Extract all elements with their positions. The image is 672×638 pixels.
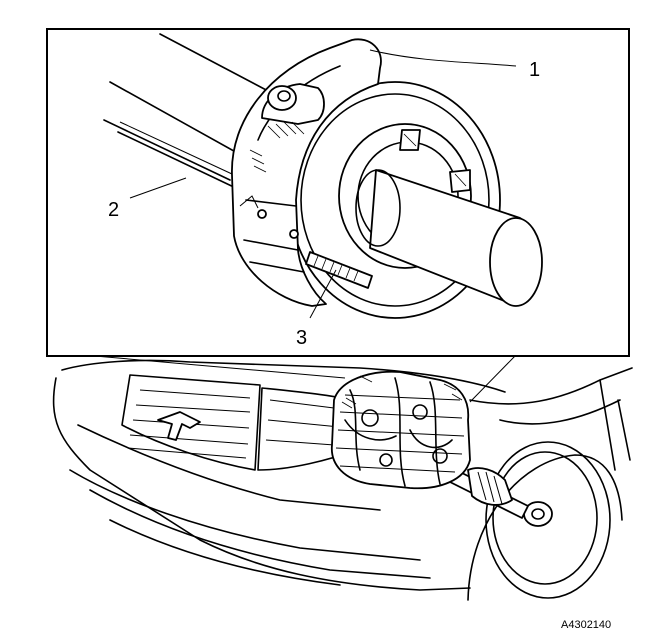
callout-2: 2 <box>108 199 119 221</box>
callout-3: 3 <box>296 327 307 349</box>
inset-leader-right <box>469 355 516 403</box>
inset-leader-left <box>94 355 346 379</box>
callout-2-leader <box>129 177 187 199</box>
callout-1: 1 <box>529 59 540 81</box>
callout-1-leader <box>369 49 517 67</box>
callout-3-leader <box>309 269 337 319</box>
clamp-bolt-head <box>267 85 297 111</box>
figure-code: A4302140 <box>561 619 611 631</box>
clamp-detail <box>103 33 543 319</box>
spring-pin <box>305 251 373 289</box>
transmission-assembly <box>331 370 471 490</box>
brand-emblem-icon <box>157 411 201 441</box>
